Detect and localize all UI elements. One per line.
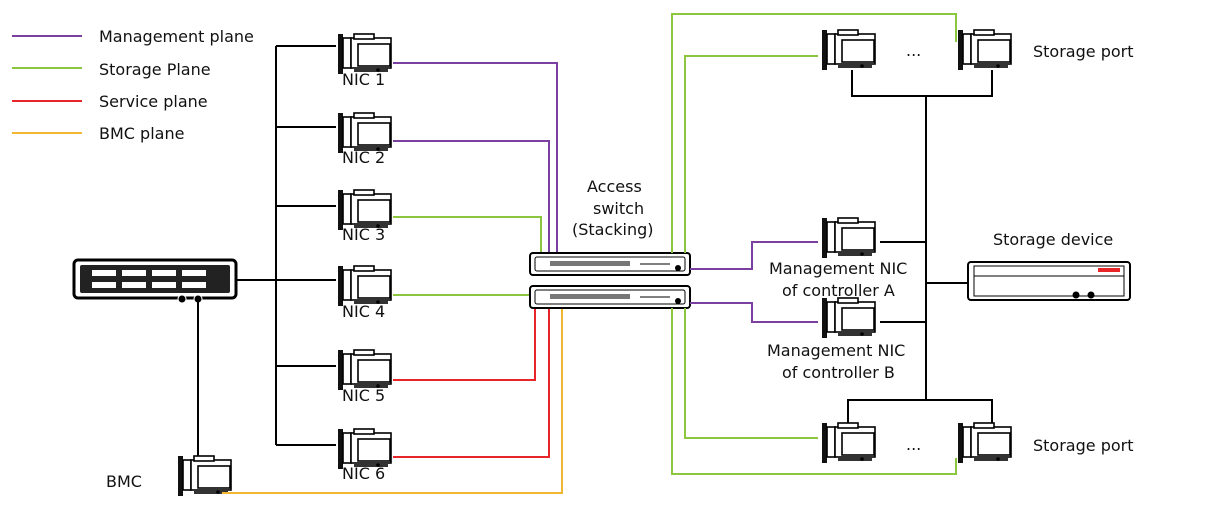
legend-label-management: Management plane	[99, 27, 254, 46]
nic-card-2	[337, 112, 392, 154]
switch-label-line-2: switch	[593, 199, 644, 218]
nic-label-2: NIC 2	[342, 148, 385, 167]
storage-port-ellipsis-top: ...	[906, 41, 921, 60]
access-switch-upper	[529, 252, 691, 276]
mgmt-nic-a-label-line-2: of controller A	[782, 281, 895, 300]
storage-device-label: Storage device	[993, 230, 1113, 249]
management-wires	[393, 62, 558, 257]
legend-label-storage: Storage Plane	[99, 60, 211, 79]
storage-port-card-top-2	[957, 29, 1012, 71]
storage-device-icon	[967, 261, 1131, 301]
switch-label-line-3: (Stacking)	[572, 220, 654, 239]
storage-port-label-bottom: Storage port	[1033, 436, 1133, 455]
nic-card-1	[337, 33, 392, 75]
nic-card-3	[337, 189, 392, 231]
storage-port-card-bottom-2	[957, 422, 1012, 464]
storage-port-card-top-1	[821, 29, 876, 71]
nic-label-6: NIC 6	[342, 464, 385, 483]
server-icon	[72, 258, 238, 304]
bmc-label: BMC	[106, 472, 142, 491]
storage-port-label-top: Storage port	[1033, 42, 1133, 61]
switch-label-line-1: Access	[587, 177, 642, 196]
legend-item-management: Management plane	[12, 27, 254, 46]
legend-label-service: Service plane	[99, 92, 208, 111]
nic-label-3: NIC 3	[342, 225, 385, 244]
storage-device-links	[847, 70, 993, 423]
storage-wires-right	[671, 13, 957, 475]
server-nic-links	[197, 45, 336, 462]
access-switch-lower	[529, 285, 691, 309]
legend-item-bmc: BMC plane	[12, 124, 184, 143]
nic-card-5	[337, 349, 392, 391]
mgmt-nic-b-label-line-2: of controller B	[782, 363, 895, 382]
legend: Management plane Storage Plane Service p…	[12, 27, 254, 143]
nic-card-6	[337, 428, 392, 470]
legend-label-bmc: BMC plane	[99, 124, 184, 143]
nic-label-5: NIC 5	[342, 386, 385, 405]
nic-card-4	[337, 265, 392, 307]
nic-label-4: NIC 4	[342, 302, 385, 321]
mgmt-nic-b-label-line-1: Management NIC	[767, 341, 905, 360]
legend-item-service: Service plane	[12, 92, 208, 111]
mgmt-nic-a-label-line-1: Management NIC	[769, 259, 907, 278]
storage-wires-left	[393, 216, 542, 296]
storage-port-ellipsis-bottom: ...	[906, 435, 921, 454]
mgmt-nic-card-a	[821, 217, 876, 259]
storage-port-card-bottom-1	[821, 422, 876, 464]
management-wires-right	[690, 241, 818, 323]
nic-label-1: NIC 1	[342, 70, 385, 89]
bmc-card	[177, 455, 232, 497]
service-wires	[393, 305, 550, 458]
bmc-wire	[222, 305, 563, 494]
legend-item-storage: Storage Plane	[12, 60, 211, 79]
mgmt-nic-card-b	[821, 297, 876, 339]
